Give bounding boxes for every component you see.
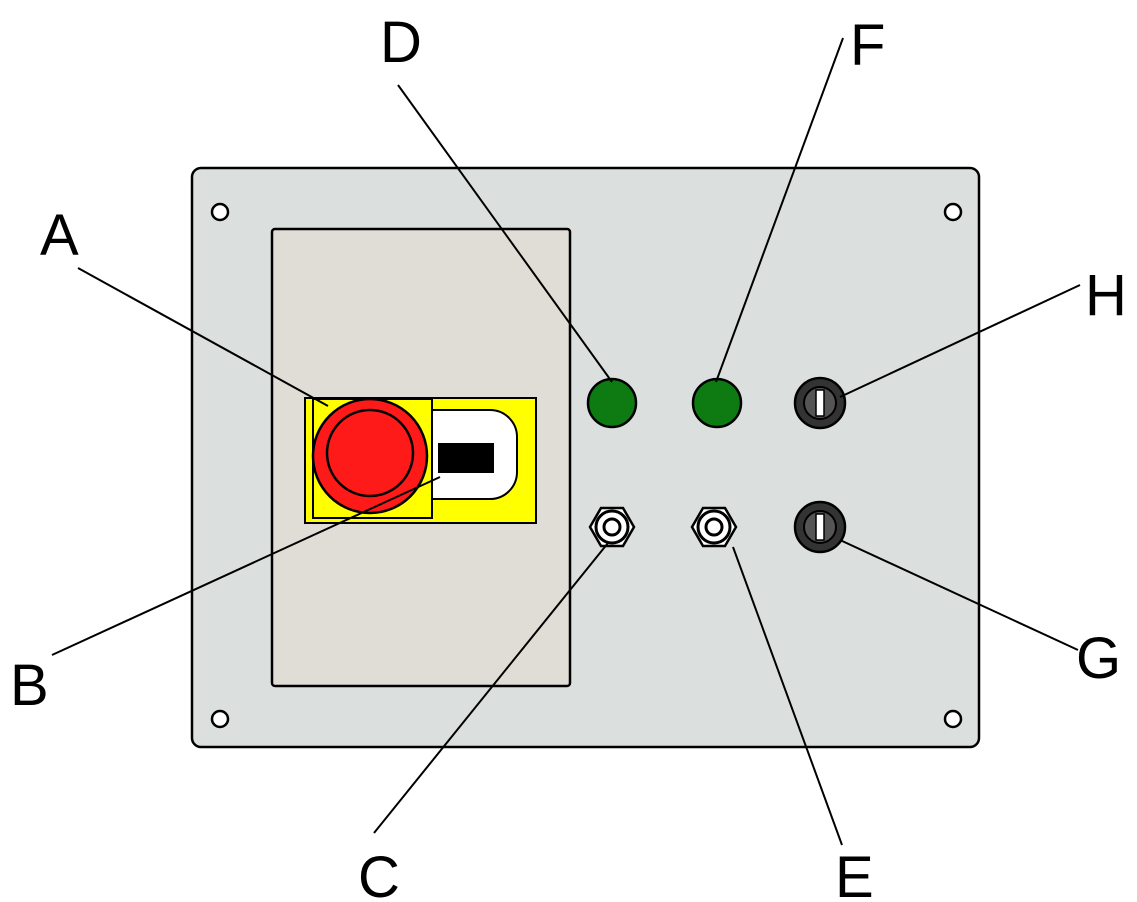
selector-switch-g[interactable] — [793, 500, 847, 554]
emergency-stop-button-inner — [325, 408, 415, 498]
mounting-hole-bottom-left — [210, 709, 230, 729]
connector-fitting-c — [588, 506, 636, 548]
indicator-light-f — [691, 377, 743, 429]
callout-label-a: A — [40, 203, 79, 268]
leader-line-g — [839, 539, 1079, 651]
callout-label-e: E — [835, 845, 874, 902]
mounting-hole-top-right — [943, 202, 963, 222]
leader-line-d — [397, 84, 613, 383]
callout-label-d: D — [380, 10, 422, 75]
selector-switch-h[interactable] — [793, 376, 847, 430]
callout-label-g: G — [1076, 626, 1121, 691]
leader-line-c — [373, 542, 609, 834]
mounting-hole-bottom-right — [943, 709, 963, 729]
indicator-light-d — [586, 377, 638, 429]
callout-label-h: H — [1085, 263, 1127, 328]
leader-line-f — [715, 37, 844, 383]
leader-line-a — [77, 267, 329, 407]
callout-label-c: C — [358, 845, 400, 902]
mounting-hole-top-left — [210, 202, 230, 222]
callout-label-f: F — [850, 13, 885, 78]
leader-line-h — [839, 284, 1081, 398]
leader-line-e — [732, 546, 843, 846]
callout-label-b: B — [10, 653, 49, 718]
connector-fitting-e — [690, 506, 738, 548]
leader-line-b — [51, 476, 441, 656]
key-slot — [438, 443, 494, 473]
